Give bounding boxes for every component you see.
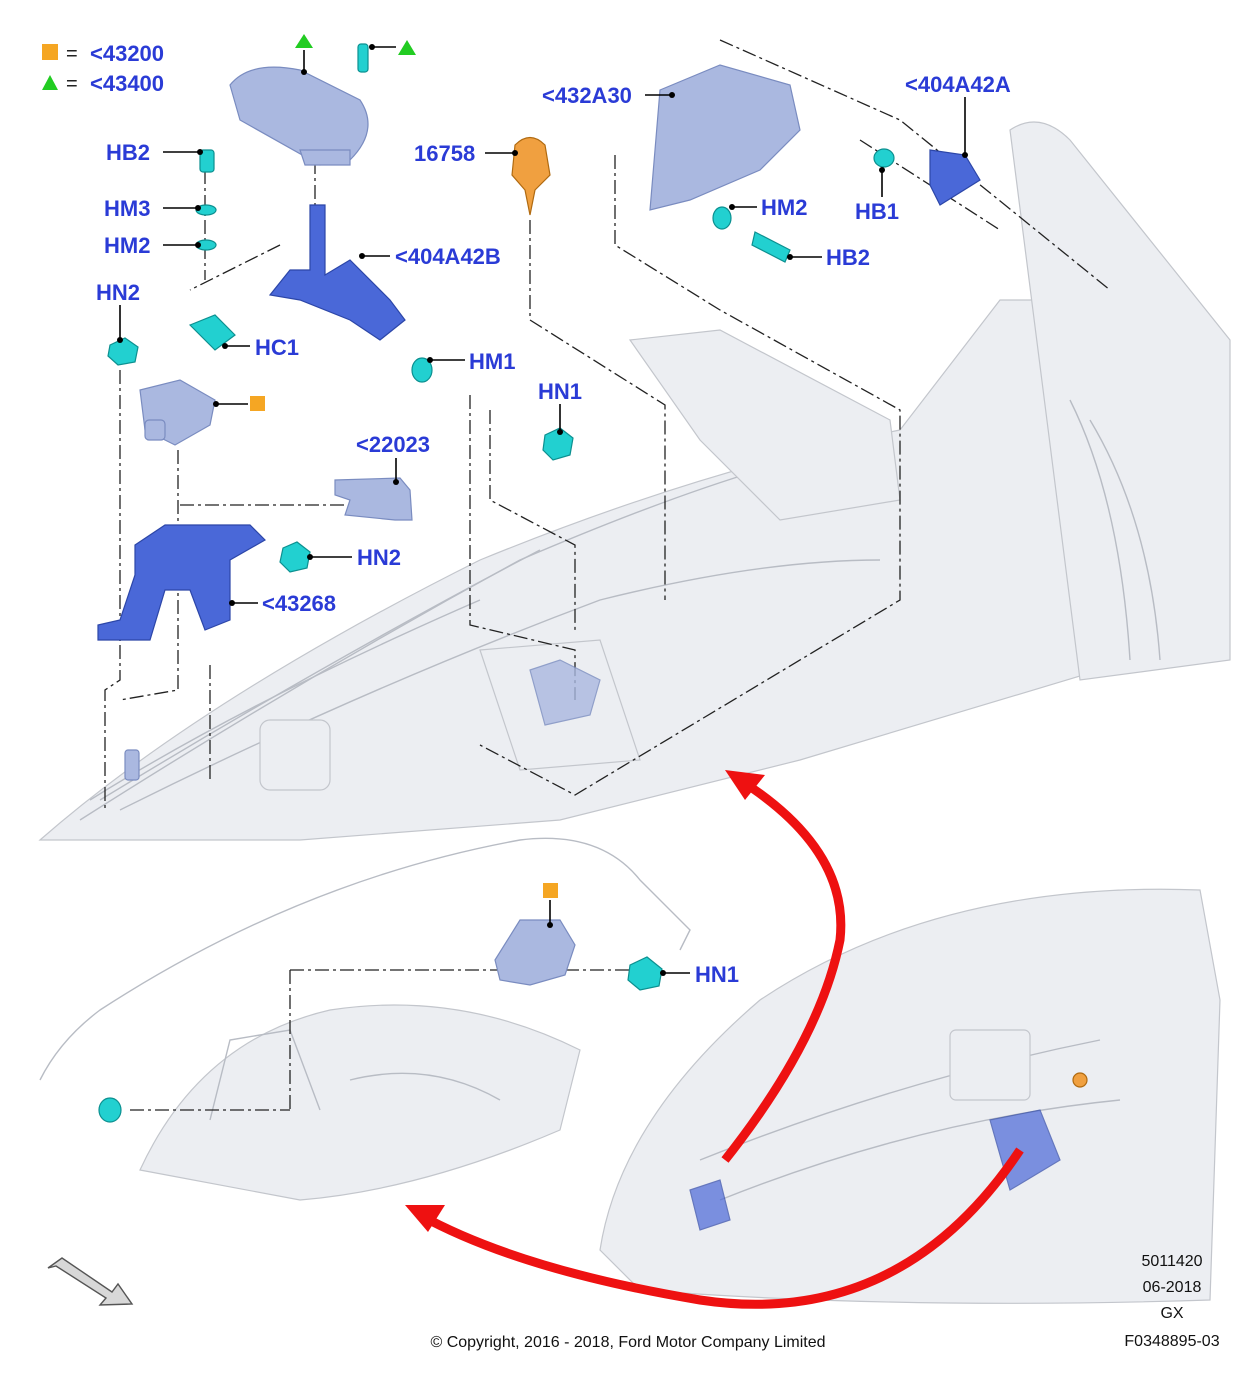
copyright-notice: © Copyright, 2016 - 2018, Ford Motor Com… <box>430 1334 825 1351</box>
figure-id: F0348895-03 <box>1124 1333 1219 1350</box>
red-curved-arrow-icon <box>405 770 1024 1309</box>
label-hm3: HM3 <box>104 196 150 221</box>
label-hb2-top: HB2 <box>106 140 150 165</box>
top-cover-plate <box>229 66 369 166</box>
vehicle-body-upper <box>38 121 1231 841</box>
label-hb1: HB1 <box>855 199 899 224</box>
striker-part <box>649 64 801 211</box>
part-labels: HB2 HM3 HM2 HN2 HC1 HM1 <404A42B 16758 <… <box>96 72 1011 987</box>
label-hm1: HM1 <box>469 349 515 374</box>
label-404a42a: <404A42A <box>905 72 1011 97</box>
doc-code: GX <box>1160 1305 1183 1322</box>
triangle-marker-icon <box>42 75 58 90</box>
doc-number: 5011420 <box>1141 1253 1202 1270</box>
doc-date: 06-2018 <box>1143 1279 1202 1296</box>
triangle-marker-icon <box>398 40 416 55</box>
label-hb2-right: HB2 <box>826 245 870 270</box>
label-hn1-bottom: HN1 <box>695 962 739 987</box>
label-hc1: HC1 <box>255 335 299 360</box>
square-marker-icon <box>543 883 558 898</box>
legend-equals-2: = <box>66 73 78 95</box>
legend-triangle-code: <43400 <box>90 71 164 96</box>
orange-plug <box>511 136 551 216</box>
triangle-marker-icon <box>295 34 313 48</box>
leader-lines <box>117 92 968 976</box>
label-hm2-left: HM2 <box>104 233 150 258</box>
label-hm2-right: HM2 <box>761 195 807 220</box>
legend-square-code: <43200 <box>90 41 164 66</box>
label-hn2-left: HN2 <box>96 280 140 305</box>
label-hn2-mid: HN2 <box>357 545 401 570</box>
label-404a42b: <404A42B <box>395 244 501 269</box>
vehicle-body-lower-left <box>39 837 691 1201</box>
parts <box>97 43 981 1123</box>
legend-equals-1: = <box>66 43 78 65</box>
square-marker-icon <box>42 44 58 60</box>
front-direction-arrow-icon <box>47 1257 134 1306</box>
label-16758: 16758 <box>414 141 475 166</box>
label-hn1-top: HN1 <box>538 379 582 404</box>
vehicle-body-lower-right <box>599 888 1221 1304</box>
label-43268: <43268 <box>262 591 336 616</box>
square-marker-icon <box>250 396 265 411</box>
label-22023: <22023 <box>356 432 430 457</box>
legend: = <43200 = <43400 <box>42 41 164 96</box>
label-432a30: <432A30 <box>542 83 632 108</box>
footer: 5011420 06-2018 GX F0348895-03 © Copyrig… <box>430 1253 1219 1351</box>
